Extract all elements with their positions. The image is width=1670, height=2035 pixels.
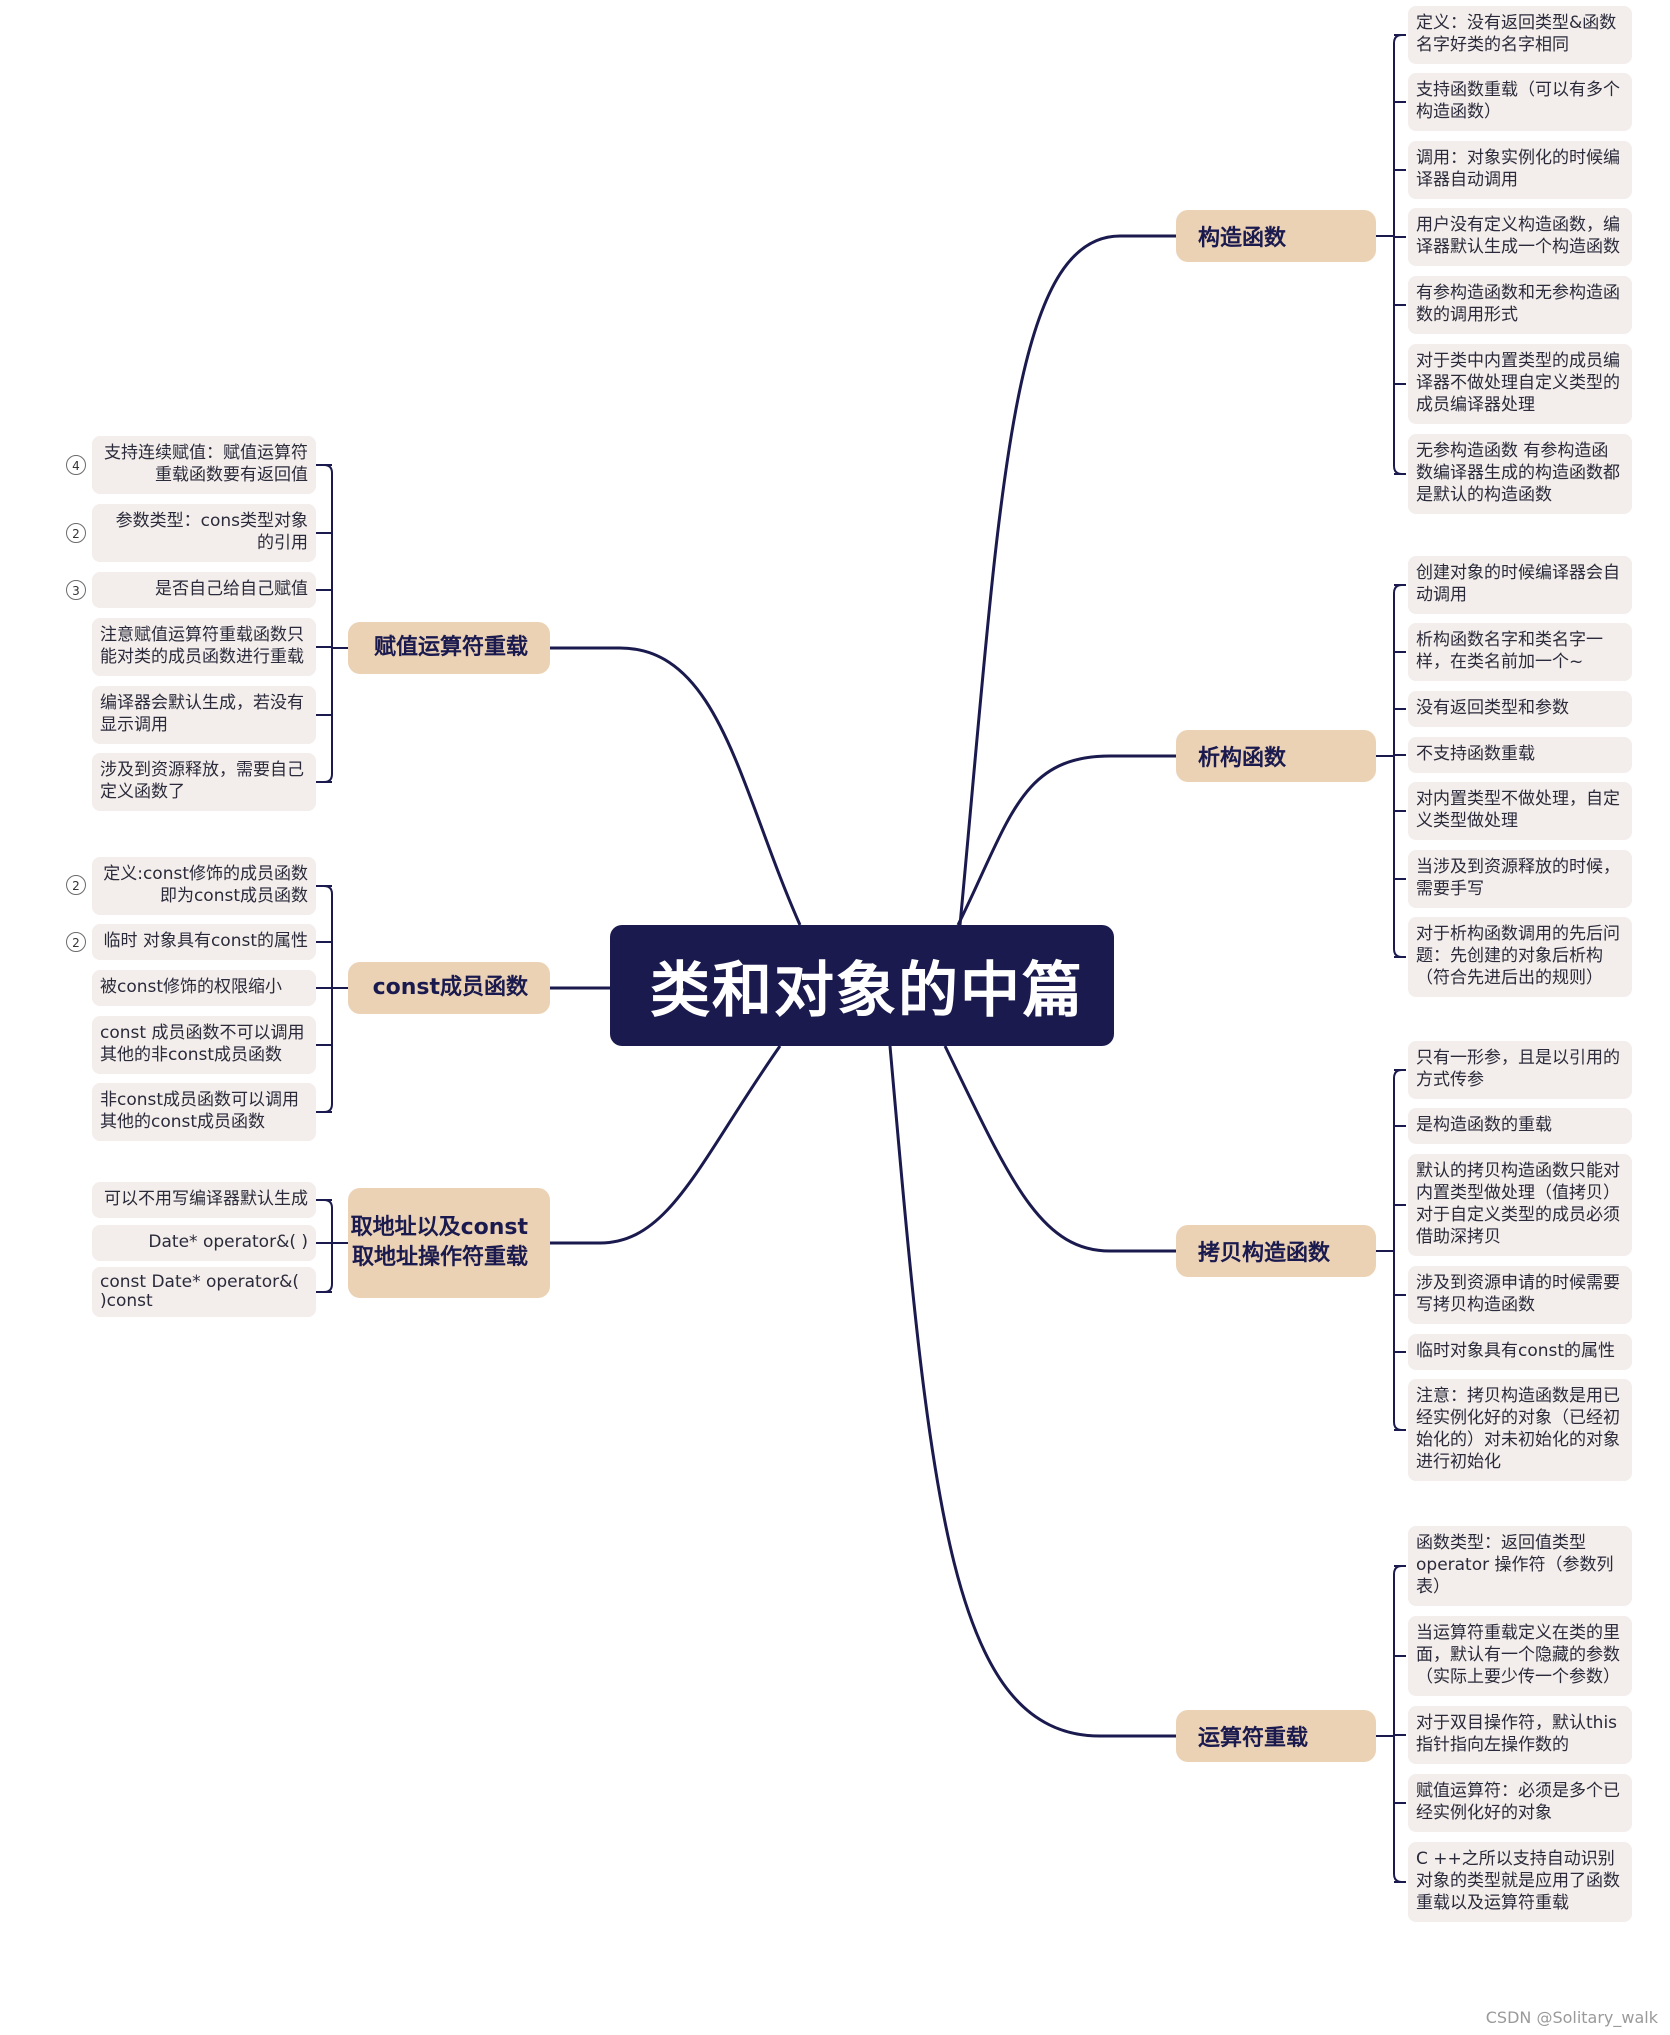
leaf-constructor-4: 用户没有定义构造函数，编译器默认生成一个构造函数: [1408, 208, 1632, 266]
leaf-operator-5: C ++之所以支持自动识别对象的类型就是应用了函数重载以及运算符重载: [1408, 1842, 1632, 1922]
leaf-operator-4: 赋值运算符：必须是多个已经实例化好的对象: [1408, 1774, 1632, 1832]
leaf-const-2: 临时 对象具有const的属性: [92, 924, 316, 960]
leaf-const-4: const 成员函数不可以调用其他的非const成员函数: [92, 1016, 316, 1074]
connector-line: [956, 754, 1176, 926]
connector-line: [888, 1045, 1176, 1738]
connector-line: [958, 234, 1176, 926]
leaf-assign-1: 支持连续赋值：赋值运算符重载函数要有返回值: [92, 436, 316, 494]
connector-line: [550, 1045, 782, 1245]
leaf-constructor-6: 对于类中内置类型的成员编译器不做处理自定义类型的成员编译器处理: [1408, 344, 1632, 424]
leaf-operator-2: 当运算符重载定义在类的里面，默认有一个隐藏的参数（实际上要少传一个参数）: [1408, 1616, 1632, 1696]
leaf-operator-3: 对于双目操作符，默认this指针指向左操作数的: [1408, 1706, 1632, 1764]
leaf-assign-4: 注意赋值运算符重载函数只能对类的成员函数进行重载: [92, 618, 316, 676]
priority-marker: 4: [66, 455, 86, 475]
root-node: 类和对象的中篇: [610, 925, 1114, 1046]
priority-marker: 2: [66, 523, 86, 543]
topic-const-member[interactable]: const成员函数: [348, 962, 550, 1014]
leaf-assign-5: 编译器会默认生成，若没有显示调用: [92, 686, 316, 744]
connector-line: [1393, 584, 1403, 958]
leaf-assign-3: 是否自己给自己赋值: [92, 572, 316, 608]
leaf-destructor-6: 当涉及到资源释放的时候，需要手写: [1408, 850, 1632, 908]
leaf-destructor-2: 析构函数名字和类名字一样，在类名前加一个~: [1408, 623, 1632, 681]
leaf-destructor-3: 没有返回类型和参数: [1408, 691, 1632, 727]
leaf-copy-6: 注意：拷贝构造函数是用已经实例化好的对象（已经初始化的）对未初始化的对象进行初始…: [1408, 1379, 1632, 1481]
priority-marker: 3: [66, 580, 86, 600]
leaf-destructor-5: 对内置类型不做处理，自定义类型做处理: [1408, 782, 1632, 840]
leaf-copy-5: 临时对象具有const的属性: [1408, 1334, 1632, 1370]
priority-marker: 2: [66, 875, 86, 895]
leaf-const-1: 定义:const修饰的成员函数即为const成员函数: [92, 857, 316, 915]
leaf-assign-6: 涉及到资源释放，需要自己定义函数了: [92, 753, 316, 811]
leaf-constructor-1: 定义：没有返回类型&函数名字好类的名字相同: [1408, 6, 1632, 64]
connector-line: [1393, 34, 1403, 475]
leaf-address-2: Date* operator&( ): [92, 1225, 316, 1261]
topic-copy-constructor[interactable]: 拷贝构造函数: [1176, 1225, 1376, 1277]
leaf-constructor-7: 无参构造函数 有参构造函数编译器生成的构造函数都是默认的构造函数: [1408, 434, 1632, 514]
topic-address-overload[interactable]: 取地址以及const取地址操作符重载: [348, 1188, 550, 1298]
connector-line: [943, 1045, 1176, 1253]
connector-line: [323, 885, 333, 1113]
leaf-operator-1: 函数类型：返回值类型 operator 操作符（参数列表）: [1408, 1526, 1632, 1606]
watermark: CSDN @Solitary_walk: [1485, 2008, 1658, 2027]
topic-destructor[interactable]: 析构函数: [1176, 730, 1376, 782]
connector-line: [1393, 1565, 1403, 1883]
leaf-destructor-4: 不支持函数重载: [1408, 737, 1632, 773]
topic-assignment-overload[interactable]: 赋值运算符重载: [348, 622, 550, 674]
leaf-copy-2: 是构造函数的重载: [1408, 1108, 1632, 1144]
connector-line: [323, 1199, 333, 1293]
leaf-copy-4: 涉及到资源申请的时候需要写拷贝构造函数: [1408, 1266, 1632, 1324]
connector-line: [550, 646, 802, 926]
leaf-const-3: 被const修饰的权限缩小: [92, 970, 316, 1006]
leaf-assign-2: 参数类型：cons类型对象的引用: [92, 504, 316, 562]
leaf-address-1: 可以不用写编译器默认生成: [92, 1182, 316, 1218]
leaf-constructor-3: 调用：对象实例化的时候编译器自动调用: [1408, 141, 1632, 199]
leaf-copy-1: 只有一形参，且是以引用的方式传参: [1408, 1041, 1632, 1099]
leaf-const-5: 非const成员函数可以调用其他的const成员函数: [92, 1083, 316, 1141]
connector-line: [323, 464, 333, 783]
leaf-address-3: const Date* operator&( )const: [92, 1267, 316, 1317]
leaf-constructor-5: 有参构造函数和无参构造函数的调用形式: [1408, 276, 1632, 334]
leaf-destructor-1: 创建对象的时候编译器会自动调用: [1408, 556, 1632, 614]
leaf-constructor-2: 支持函数重载（可以有多个构造函数）: [1408, 73, 1632, 131]
topic-operator-overload[interactable]: 运算符重载: [1176, 1710, 1376, 1762]
connector-line: [1393, 1069, 1403, 1431]
leaf-copy-3: 默认的拷贝构造函数只能对内置类型做处理（值拷贝）对于自定义类型的成员必须借助深拷…: [1408, 1154, 1632, 1256]
leaf-destructor-7: 对于析构函数调用的先后问题：先创建的对象后析构（符合先进后出的规则）: [1408, 917, 1632, 997]
priority-marker: 2: [66, 932, 86, 952]
topic-constructor[interactable]: 构造函数: [1176, 210, 1376, 262]
